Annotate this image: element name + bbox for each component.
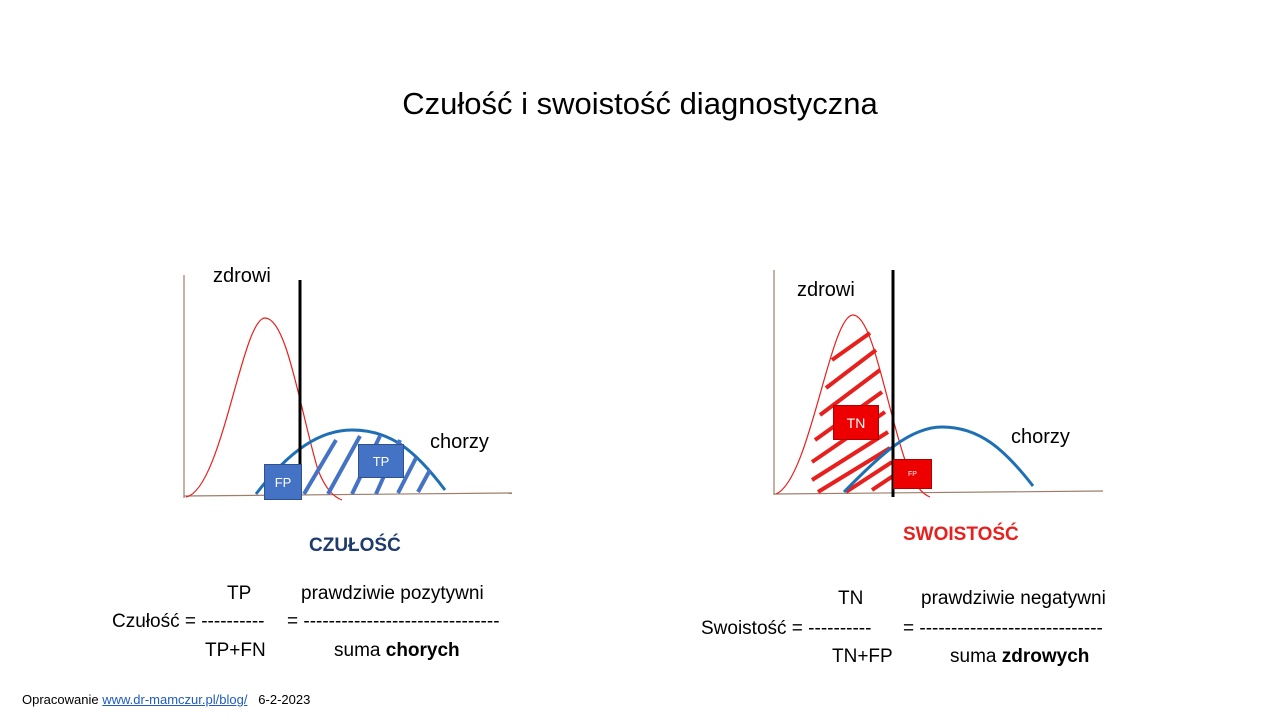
- right-tn-box: TN: [833, 405, 879, 440]
- left-panel-graph: [183, 275, 513, 501]
- footer-spacer: [247, 692, 258, 707]
- specificity-formula-eq: = -----------------------------: [903, 618, 1103, 639]
- right-sick-curve: [842, 425, 1035, 494]
- sensitivity-word-numerator: prawdziwie pozytywni: [301, 583, 484, 604]
- sensitivity-word-denominator-prefix: suma: [334, 640, 386, 661]
- sensitivity-word-denominator: suma chorych: [334, 640, 460, 662]
- footer: Opracowanie www.dr-mamczur.pl/blog/ 6-2-…: [22, 692, 310, 707]
- right-healthy-label: zdrowi: [797, 279, 855, 301]
- right-x-axis: [773, 490, 1104, 495]
- footer-date: 6-2-2023: [258, 692, 311, 707]
- sensitivity-formula-eq: = -------------------------------: [287, 611, 500, 632]
- specificity-numerator: TN: [838, 588, 864, 609]
- specificity-heading: SWOISTOŚĆ: [903, 524, 1019, 545]
- sensitivity-word-denominator-bold: chorych: [385, 640, 460, 661]
- left-sick-label: chorzy: [430, 431, 489, 453]
- sensitivity-heading: CZUŁOŚĆ: [309, 535, 401, 556]
- specificity-word-denominator: suma zdrowych: [950, 646, 1089, 668]
- specificity-denominator: TN+FP: [832, 646, 893, 667]
- specificity-word-denominator-prefix: suma: [950, 646, 1002, 667]
- right-fp-box: FP: [893, 459, 932, 489]
- footer-prefix: Opracowanie: [22, 692, 103, 707]
- right-panel-graph: [773, 270, 1104, 498]
- left-sick-curve: [254, 428, 447, 495]
- sensitivity-formula-lhs: Czułość = ----------: [112, 611, 265, 632]
- left-x-axis: [183, 492, 513, 497]
- specificity-word-numerator: prawdziwie negatywni: [921, 588, 1106, 609]
- page-title: Czułość i swoistość diagnostyczna: [402, 86, 878, 121]
- left-fp-box: FP: [264, 464, 302, 500]
- sensitivity-denominator: TP+FN: [205, 640, 266, 661]
- specificity-word-denominator-bold: zdrowych: [1001, 646, 1090, 667]
- right-sick-label: chorzy: [1011, 426, 1070, 448]
- left-healthy-label: zdrowi: [213, 265, 271, 287]
- left-healthy-curve: [185, 317, 343, 501]
- sensitivity-numerator: TP: [227, 583, 252, 604]
- left-tp-box: TP: [358, 444, 404, 478]
- footer-blog-link[interactable]: www.dr-mamczur.pl/blog/: [102, 692, 248, 707]
- specificity-formula-lhs: Swoistość = ----------: [701, 618, 872, 639]
